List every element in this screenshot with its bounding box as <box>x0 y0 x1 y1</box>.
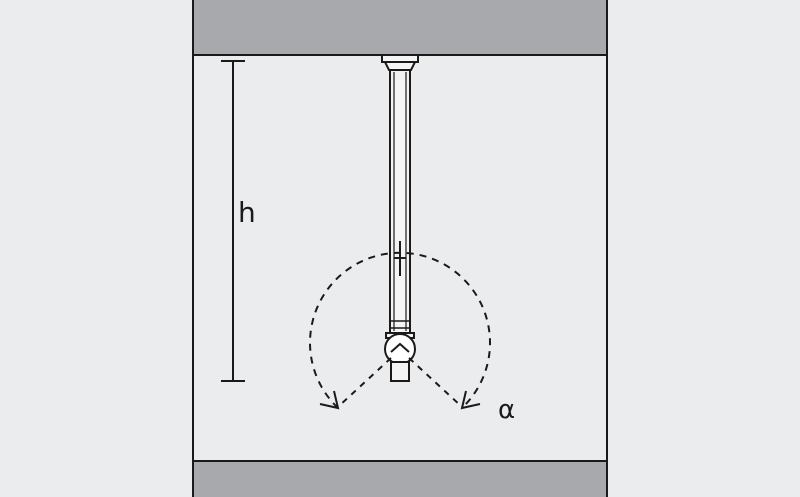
height-dimension <box>221 60 245 382</box>
angle-label: α <box>498 395 515 425</box>
ceiling-slab <box>192 0 608 56</box>
rotation-arc <box>309 251 491 409</box>
swivel-head <box>384 332 416 382</box>
rod-center-mark <box>394 241 406 276</box>
ceiling-mount <box>381 54 419 71</box>
floor-slab <box>192 460 608 497</box>
height-label: h <box>238 196 256 229</box>
rod <box>389 69 411 334</box>
arrow-heads <box>319 390 481 410</box>
